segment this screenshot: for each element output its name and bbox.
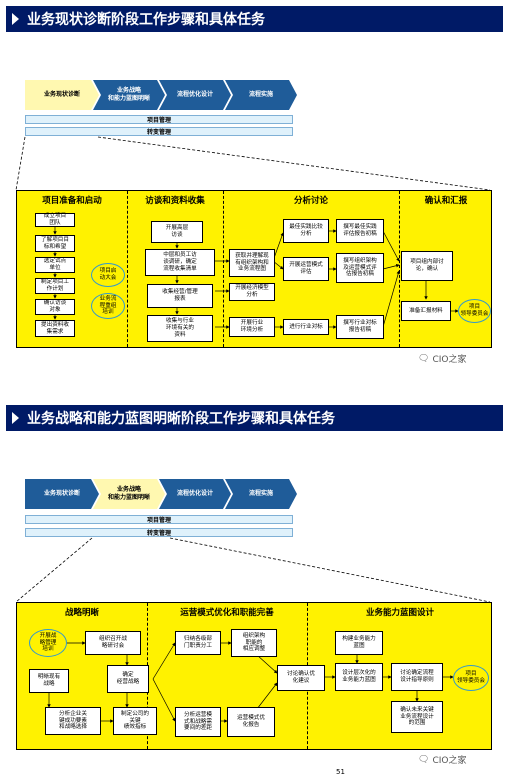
stage-strategy-clarify: 战略明晰 bbox=[64, 608, 99, 618]
task-model-report: 运营模式优 化报告 bbox=[227, 707, 275, 737]
task-benchmark-report: 撰写行业对标 报告初稿 bbox=[336, 315, 384, 339]
task-clarify-strategy: 明晰现有 战略 bbox=[29, 669, 69, 693]
steering-committee-oval: 项目 领导委员会 bbox=[453, 665, 489, 691]
task-benchmark: 进行行业对标 bbox=[283, 319, 329, 335]
stage-separator bbox=[127, 191, 128, 347]
phase-process-implementation: 流程实施 bbox=[225, 479, 297, 509]
task-org-process-review: 获取并理解现 有组织架构和 业务流程图 bbox=[229, 249, 275, 277]
task-select-pilot: 选定试点 单位 bbox=[35, 257, 75, 273]
stage-separator bbox=[223, 191, 224, 347]
task-org-model-report: 撰写组织架构 及运营模式评 估报告初稿 bbox=[336, 253, 384, 283]
task-collect-reports: 收集经营/管理 报表 bbox=[147, 284, 213, 308]
strategy-training-oval: 开展战 略管理 培训 bbox=[29, 629, 67, 657]
task-best-practice: 最佳实践比较 分析 bbox=[283, 219, 329, 243]
stage-analysis-discussion: 分析讨论 bbox=[293, 196, 328, 206]
task-understand-goals: 了解项目目 标和希望 bbox=[35, 235, 75, 252]
phase-process-design: 流程优化设计 bbox=[159, 479, 231, 509]
stage-separator bbox=[399, 191, 400, 347]
task-dept-duties: 归纳各级部 门职责分工 bbox=[175, 631, 221, 655]
task-data-request: 提出资料收 集需求 bbox=[35, 320, 75, 337]
phase-process-implementation: 流程实施 bbox=[225, 80, 297, 110]
chat-bubble-icon: 🗨 bbox=[418, 353, 430, 364]
section2-title: 业务战略和能力蓝图明晰阶段工作步骤和具体任务 bbox=[27, 411, 335, 427]
task-prepare-report: 准备汇报材料 bbox=[401, 301, 451, 321]
watermark-logo: 🗨 CIO之家 bbox=[418, 353, 467, 366]
task-form-team: 成立项目 团队 bbox=[35, 213, 75, 227]
section1-task-panel: 项目准备和启动 访谈和资料收集 分析讨论 确认和汇报 成立项目 团队 了解项目目… bbox=[16, 190, 492, 348]
stage-prepare-kickoff: 项目准备和启动 bbox=[42, 196, 102, 206]
section2-connector-arrows bbox=[47, 641, 454, 723]
section2-task-panel: 战略明晰 运营模式优化和职能完善 业务能力蓝图设计 开展战 略管理 培训 组织召… bbox=[16, 602, 492, 750]
chat-bubble-icon: 🗨 bbox=[418, 754, 430, 765]
task-internal-discussion: 项目组内部讨 论，确认 bbox=[401, 251, 453, 281]
kickoff-meeting-oval: 项目启 动大会 bbox=[91, 263, 125, 287]
task-economic-model: 开展经济模型 分析 bbox=[229, 283, 275, 301]
task-collect-industry-data: 收集与行业 环境有关的 资料 bbox=[147, 315, 213, 342]
project-management-bar: 项目管理 bbox=[25, 115, 293, 124]
bpr-training-oval: 业务流 程重组 培训 bbox=[91, 293, 125, 319]
task-confirm-interviewees: 确认访谈 对象 bbox=[35, 299, 75, 315]
phase-process-design: 流程优化设计 bbox=[159, 80, 231, 110]
stage-confirm-report: 确认和汇报 bbox=[424, 196, 468, 206]
task-build-blueprint: 构建业务能力 蓝图 bbox=[335, 631, 383, 655]
phase-current-diagnosis: 业务现状诊断 bbox=[25, 479, 99, 509]
phase-strategy-blueprint: 业务战略 和能力蓝图明晰 bbox=[93, 80, 165, 110]
change-management-bar: 转变管理 bbox=[25, 127, 293, 136]
task-industry-analysis: 开展行业 环境分析 bbox=[229, 317, 275, 337]
section1-connector-arrows bbox=[53, 226, 459, 329]
task-operating-model: 开展运营模式 评估 bbox=[283, 257, 329, 281]
phase-strategy-blueprint: 业务战略 和能力蓝图明晰 bbox=[93, 479, 165, 509]
task-best-practice-report: 撰写最佳实践 评估报告初稿 bbox=[336, 219, 384, 243]
section2-title-bar: 业务战略和能力蓝图明晰阶段工作步骤和具体任务 bbox=[6, 405, 503, 431]
task-key-success-factors: 分析企业关 键成功要素 和战略选择 bbox=[45, 707, 101, 735]
triangle-bullet-icon bbox=[12, 13, 19, 25]
phase-current-diagnosis: 业务现状诊断 bbox=[25, 80, 99, 110]
stage-capability-blueprint: 业务能力蓝图设计 bbox=[365, 608, 434, 618]
task-staff-interview: 中层和员工访 谈调研，确定 流程收集清单 bbox=[145, 249, 215, 276]
section1-title-bar: 业务现状诊断阶段工作步骤和具体任务 bbox=[6, 6, 503, 32]
section1-title: 业务现状诊断阶段工作步骤和具体任务 bbox=[27, 12, 265, 28]
task-gap-analysis: 分析运营模 式和战略需 要间的差距 bbox=[175, 707, 221, 737]
watermark-logo: 🗨 CIO之家 bbox=[418, 754, 467, 767]
section2-zoom-lines bbox=[15, 537, 491, 603]
task-make-plan: 制定项目工 作计划 bbox=[35, 278, 75, 294]
task-confirm-scope: 确认未来关键 业务流程设计 的范围 bbox=[391, 701, 443, 733]
steering-committee-oval: 项目 领导委员会 bbox=[458, 299, 491, 323]
section1-phase-row: 业务现状诊断 业务战略 和能力蓝图明晰 流程优化设计 流程实施 bbox=[25, 80, 291, 110]
task-design-principles: 讨论确定流程 设计指导原则 bbox=[391, 663, 443, 691]
task-layered-blueprint: 设计层次化的 业务能力蓝图 bbox=[335, 663, 383, 691]
project-management-bar: 项目管理 bbox=[25, 515, 293, 524]
task-confirm-optimization: 讨论确认优 化建议 bbox=[277, 665, 325, 691]
stage-interview-collect: 访谈和资料收集 bbox=[145, 196, 205, 206]
triangle-bullet-icon bbox=[12, 412, 19, 424]
task-confirm-strategy: 确定 经营战略 bbox=[107, 665, 149, 693]
task-senior-interview: 开展高层 访谈 bbox=[151, 221, 203, 243]
change-management-bar: 转变管理 bbox=[25, 528, 293, 537]
task-define-kpi: 制定公司的 关键 绩效指标 bbox=[113, 707, 157, 735]
task-org-adjust: 组织架构 职能的 相应调整 bbox=[231, 629, 277, 657]
page-number: 51 bbox=[336, 768, 345, 776]
section2-phase-row: 业务现状诊断 业务战略 和能力蓝图明晰 流程优化设计 流程实施 bbox=[25, 479, 291, 509]
stage-operating-model: 运营模式优化和职能完善 bbox=[180, 608, 274, 618]
task-strategy-workshop: 组织召开战 略研讨会 bbox=[85, 631, 141, 655]
